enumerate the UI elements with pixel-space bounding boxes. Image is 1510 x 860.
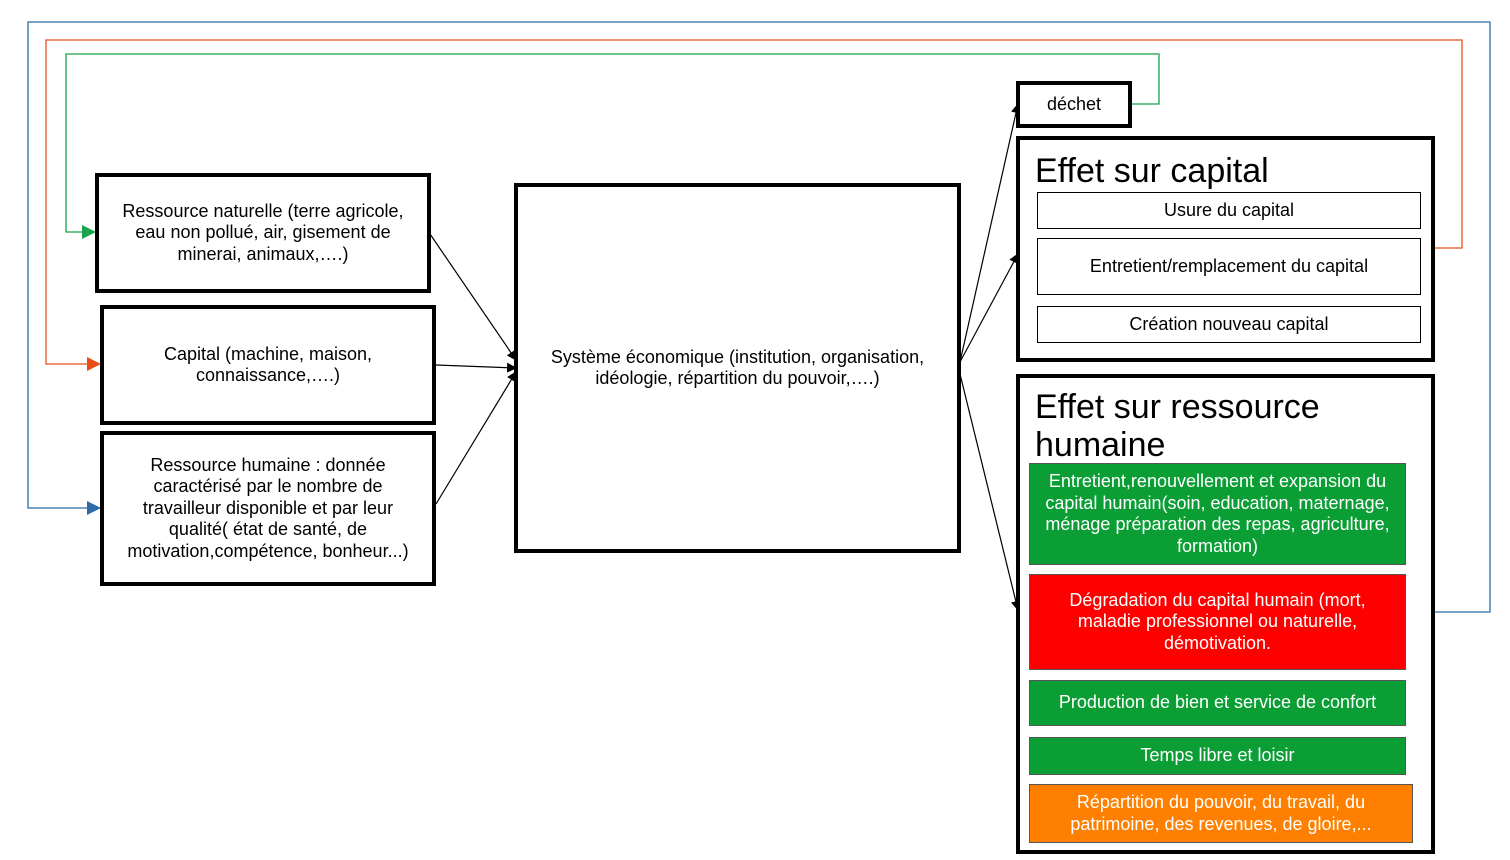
human-effect-title: Effet sur ressource humaine [1035,388,1320,464]
capital-effect-item: Création nouveau capital [1037,306,1421,343]
human-to-system-arrow [435,371,517,505]
human-effect-item-production: Production de bien et service de confort [1029,680,1406,726]
waste-label: déchet [1046,93,1102,114]
system-to-waste-arrow [959,103,1021,363]
system-to-capital-effect-arrow [959,253,1019,363]
human-effect-group: Effet sur ressource humaine Entretient,r… [1016,374,1435,854]
system-to-human-effect-arrow [959,373,1021,611]
human-effect-item-distribution: Répartition du pouvoir, du travail, du p… [1029,784,1413,843]
natural-to-system-arrow [429,233,517,361]
human-resource-box: Ressource humaine : donnée caractérisé p… [100,431,436,586]
capital-effect-item: Usure du capital [1037,192,1421,229]
human-resource-label: Ressource humaine : donnée caractérisé p… [127,454,409,561]
natural-resource-box: Ressource naturelle (terre agricole, eau… [95,173,431,293]
capital-effect-title: Effet sur capital [1035,152,1269,190]
human-effect-item-maintenance: Entretient,renouvellement et expansion d… [1029,463,1406,565]
capital-to-system-arrow [435,362,517,373]
capital-effect-item: Entretient/remplacement du capital [1037,238,1421,295]
economic-system-label: Système économique (institution, organis… [550,346,925,389]
capital-box: Capital (machine, maison, connaissance,…… [100,305,436,425]
human-effect-item-leisure: Temps libre et loisir [1029,737,1406,775]
natural-resource-label: Ressource naturelle (terre agricole, eau… [122,200,404,264]
economic-system-box: Système économique (institution, organis… [514,183,961,553]
human-effect-item-degradation: Dégradation du capital humain (mort, mal… [1029,574,1406,670]
waste-box: déchet [1016,81,1132,128]
capital-effect-group: Effet sur capital Usure du capital Entre… [1016,136,1435,362]
capital-label: Capital (machine, maison, connaissance,…… [163,343,373,386]
